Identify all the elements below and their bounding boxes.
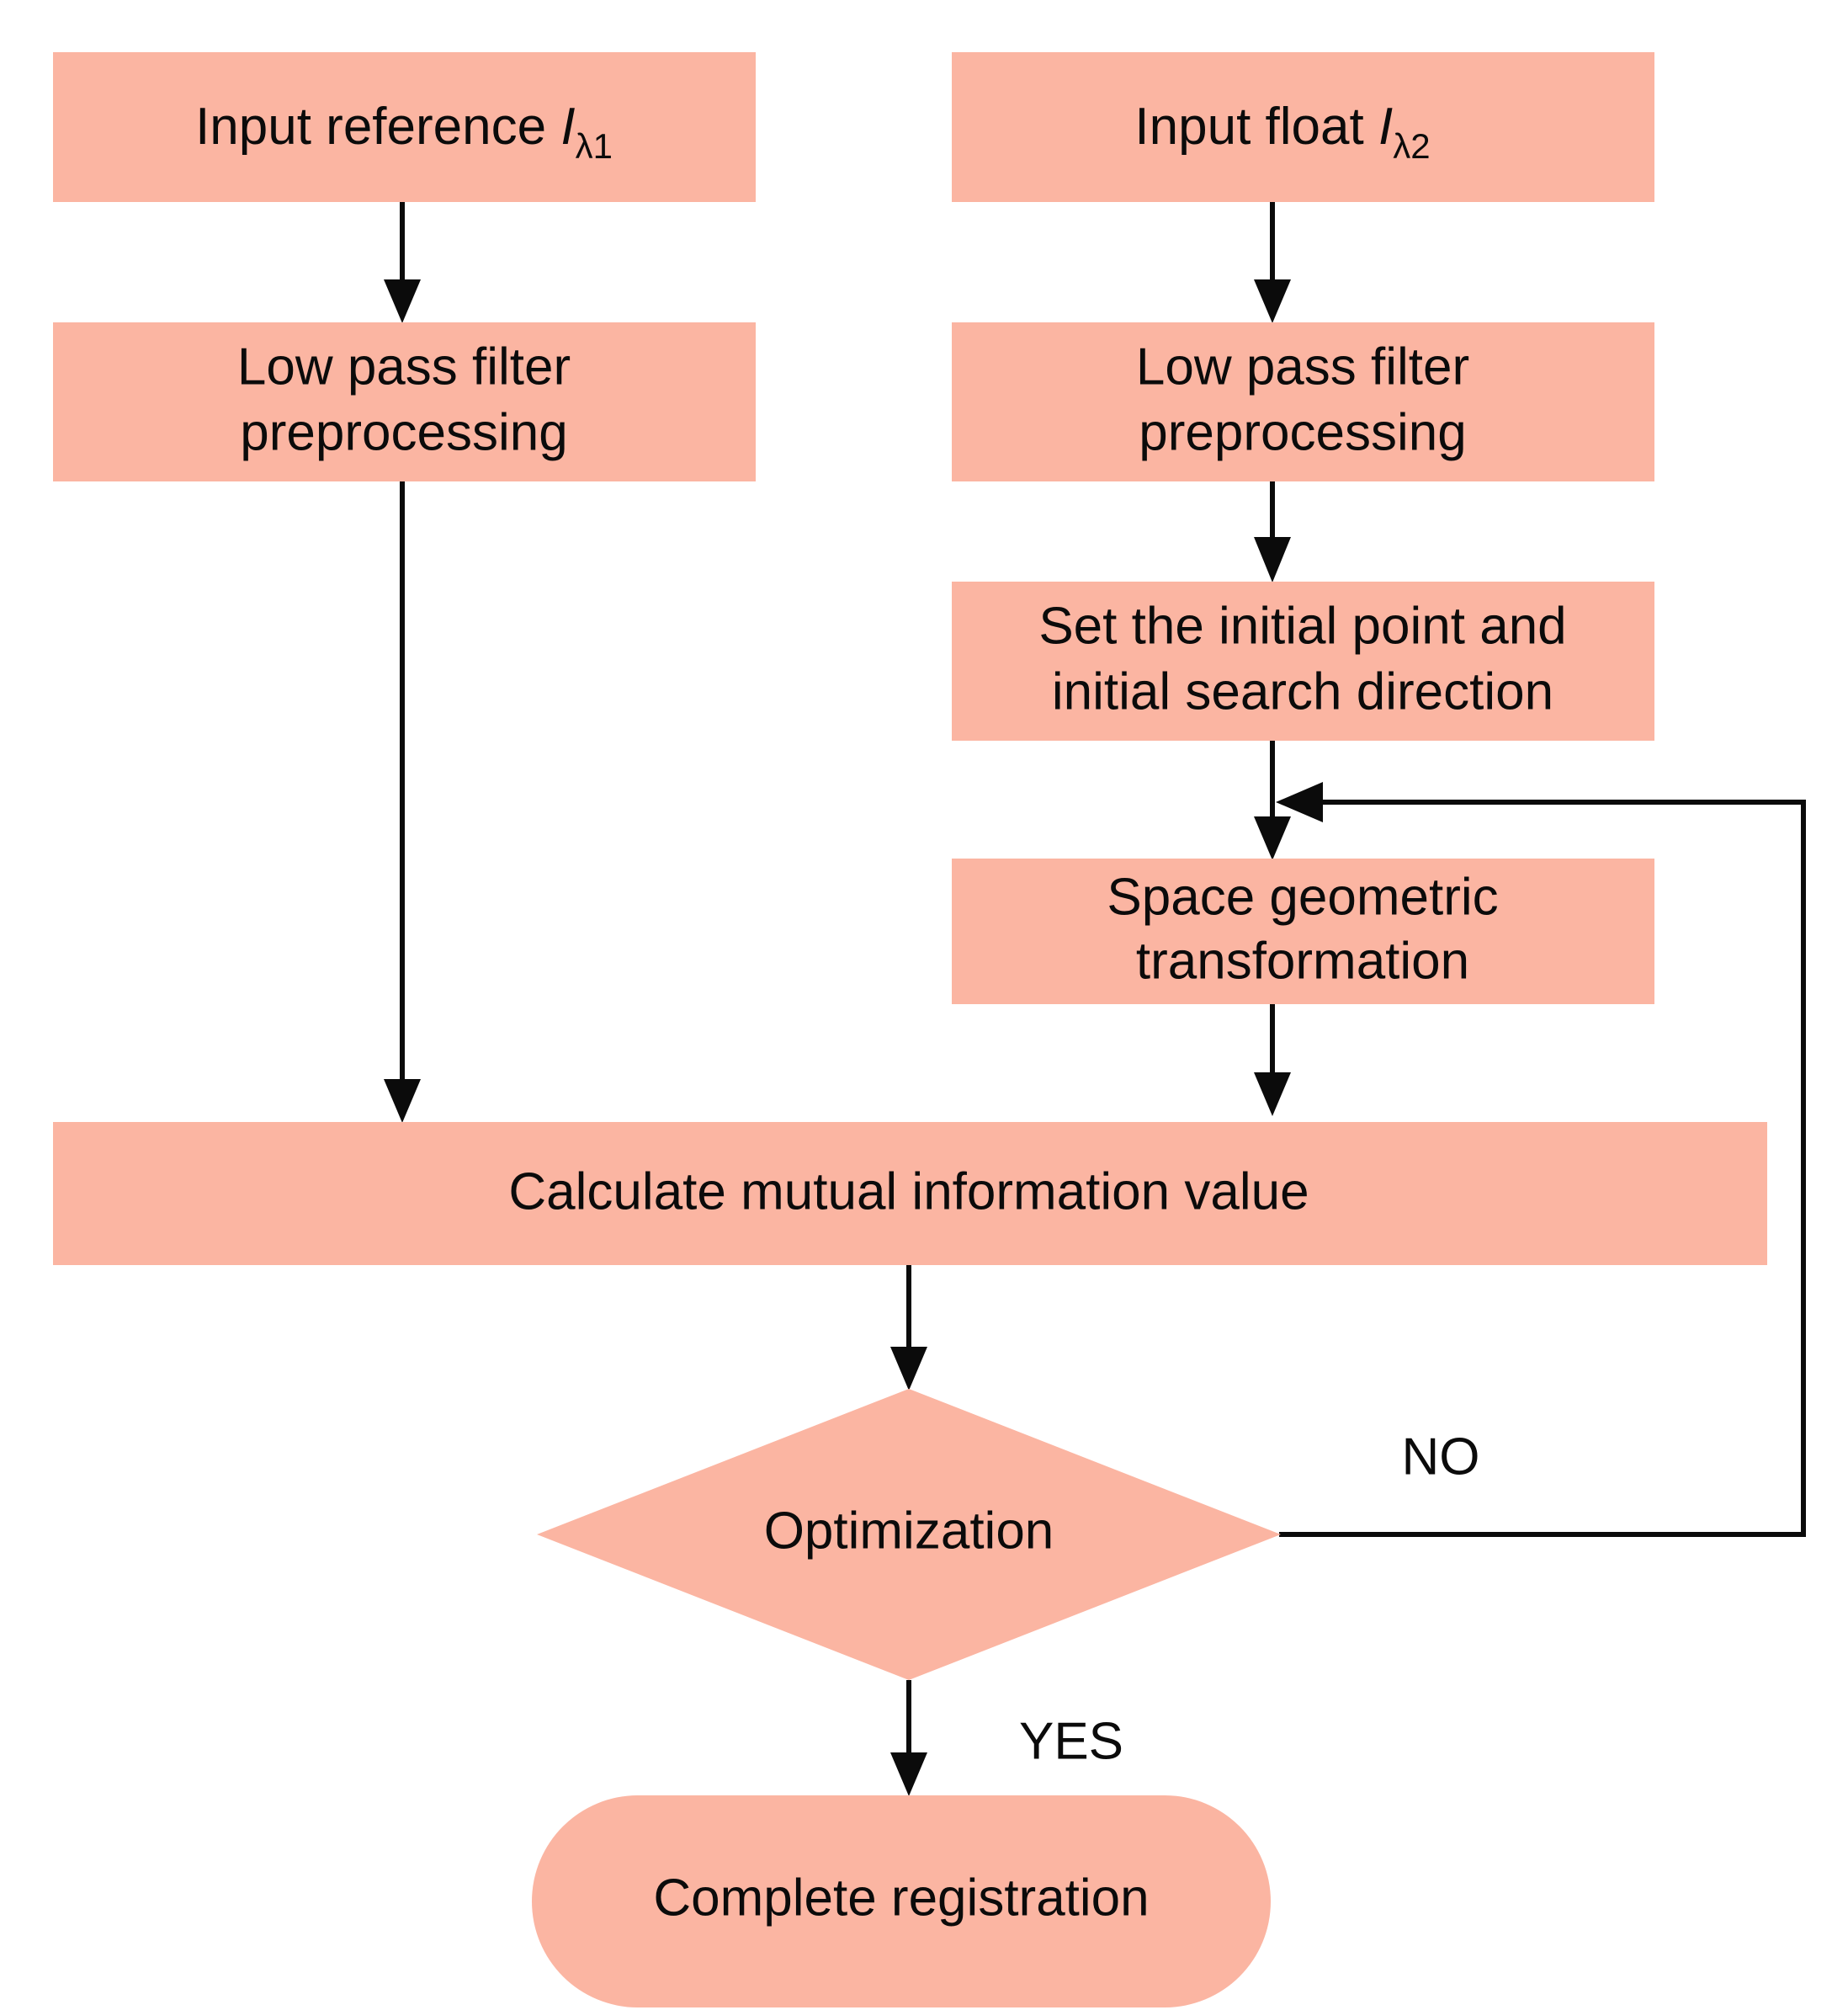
connector-input-float-to-lowpass <box>1254 202 1291 323</box>
connector-lowpass-right-to-set-initial <box>1254 481 1291 582</box>
node-input-reference[interactable]: Input reference Iλ1 <box>53 52 756 202</box>
edge-label-yes: YES <box>1019 1712 1123 1770</box>
node-optimization-shape <box>537 1389 1281 1680</box>
node-calculate-mi-label: Calculate mutual information value <box>508 1162 1309 1220</box>
node-lowpass-right[interactable]: Low pass filter preprocessing <box>952 322 1654 481</box>
node-input-float-label: Input float Iλ2 <box>1134 98 1430 166</box>
connector-optimization-yes-to-complete <box>890 1680 927 1796</box>
node-input-float-label-var: I <box>1378 98 1393 156</box>
node-complete-registration-shape <box>532 1795 1271 2007</box>
node-input-float[interactable]: Input float Iλ2 <box>952 52 1654 202</box>
node-input-reference-label-sub: λ1 <box>576 126 613 166</box>
node-complete-registration[interactable]: Complete registration <box>532 1795 1271 2007</box>
connector-input-reference-to-lowpass <box>384 202 421 323</box>
node-input-reference-label-var: I <box>560 98 575 156</box>
connector-lowpass-left-to-calculate <box>384 481 421 1123</box>
node-input-float-shape <box>952 52 1654 202</box>
node-set-initial[interactable]: Set the initial point and initial search… <box>952 582 1654 741</box>
node-lowpass-right-line1: Low pass filter <box>1136 338 1469 396</box>
node-lowpass-left-shape <box>53 322 756 481</box>
node-lowpass-left-line1: Low pass filter <box>237 338 571 396</box>
node-complete-registration-label: Complete registration <box>653 1869 1149 1927</box>
node-lowpass-left[interactable]: Low pass filter preprocessing <box>53 322 756 481</box>
node-set-initial-line2: initial search direction <box>1052 662 1553 721</box>
node-space-transform-shape <box>952 859 1654 1004</box>
node-input-reference-label-main: Input reference <box>195 98 560 156</box>
node-lowpass-right-line2: preprocessing <box>1139 403 1466 461</box>
node-set-initial-shape <box>952 582 1654 741</box>
node-input-float-label-main: Input float <box>1134 98 1378 156</box>
edge-label-no: NO <box>1402 1428 1480 1486</box>
node-input-reference-label: Input reference Iλ1 <box>195 98 613 166</box>
connector-set-initial-to-space-transform <box>1254 741 1291 860</box>
node-calculate-mi-shape <box>53 1122 1767 1265</box>
connector-calculate-to-optimization <box>890 1264 927 1391</box>
node-space-transform[interactable]: Space geometric transformation <box>952 859 1654 1004</box>
node-space-transform-line1: Space geometric <box>1107 868 1498 926</box>
node-space-transform-line2: transformation <box>1136 932 1469 990</box>
node-input-float-label-sub: λ2 <box>1393 126 1430 166</box>
node-optimization-label: Optimization <box>764 1502 1054 1560</box>
node-calculate-mi[interactable]: Calculate mutual information value <box>53 1122 1767 1265</box>
connector-optimization-no-loopback <box>1276 782 1806 1537</box>
node-input-reference-shape <box>53 52 756 202</box>
node-set-initial-line1: Set the initial point and <box>1038 597 1566 655</box>
node-optimization[interactable]: Optimization <box>537 1389 1281 1680</box>
node-lowpass-left-line2: preprocessing <box>240 403 567 461</box>
node-lowpass-right-shape <box>952 322 1654 481</box>
connector-space-transform-to-calculate <box>1254 1003 1291 1116</box>
